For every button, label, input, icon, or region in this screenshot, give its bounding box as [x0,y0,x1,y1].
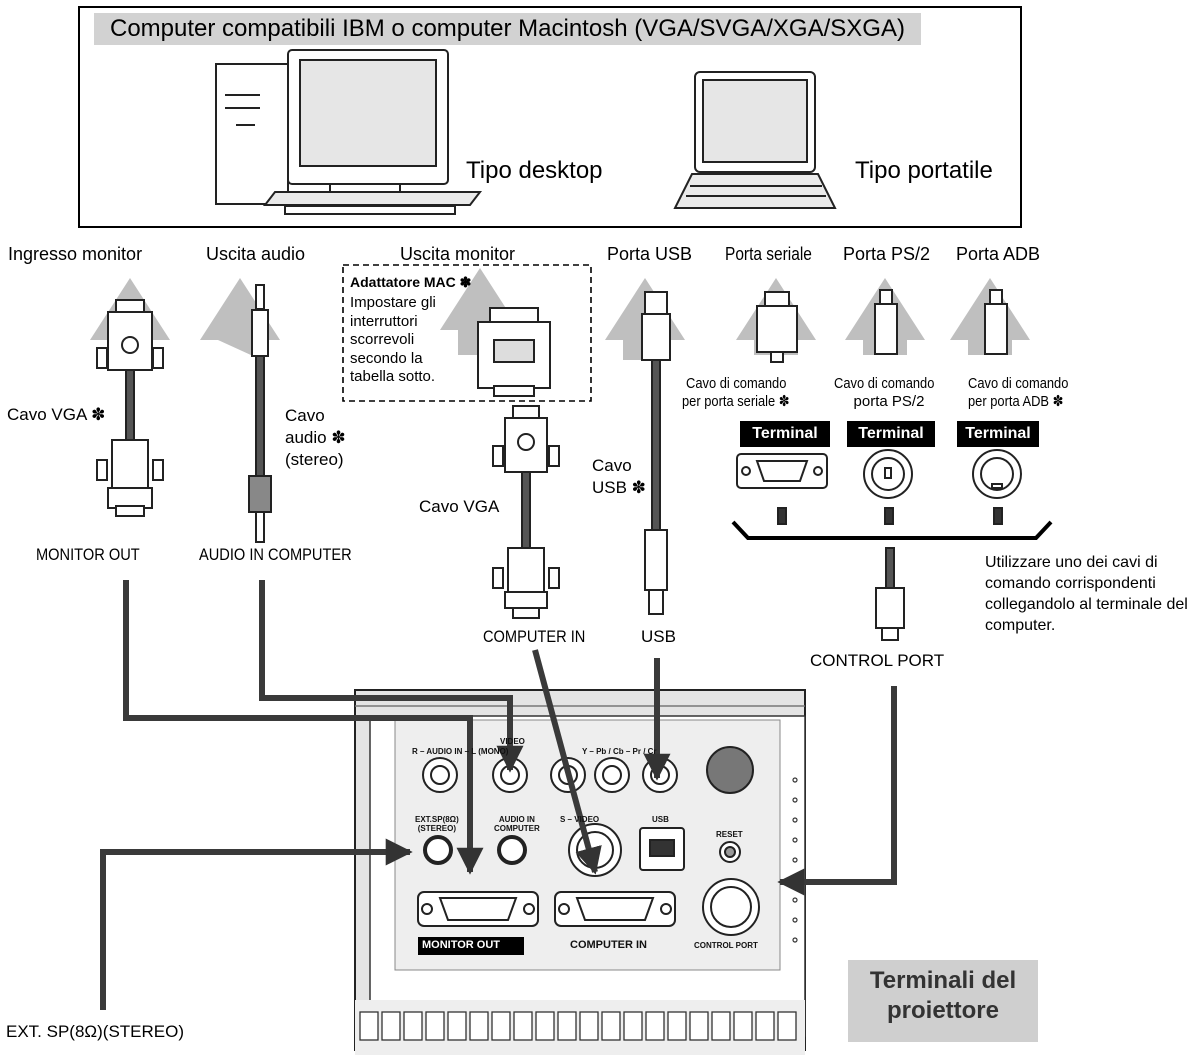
panel-label-usb: USB [652,815,669,824]
connector-label-usb: USB [641,627,676,646]
cable-label-audio: Cavo audio ✽ (stereo) [285,406,346,469]
terminal-label-ps2: Terminal [847,421,935,447]
cable-label-ps2: Cavo di comando porta PS/2 [834,375,935,410]
projector-panel [354,689,806,1055]
panel-label-monitor-out: MONITOR OUT [422,939,501,951]
vent-grille [792,777,798,943]
port-label-monitor-out: Uscita monitor [400,244,516,264]
serial-cable [756,291,798,363]
panel-label-s-video: S – VIDEO [560,815,600,824]
desktop-computer-icon [215,49,483,215]
mac-adapter-title: Adattatore MAC ✽ [350,274,472,290]
cable-label-adb: Cavo di comando per porta ADB ✽ [968,375,1069,410]
laptop-computer-icon [673,71,837,209]
connection-lines [100,580,897,1010]
projector-terminals-label: Terminali del proiettore [869,967,1017,1024]
adb-terminal-icon [972,449,1022,525]
bottom-grille [359,1011,797,1041]
cable-label-vga-star: Cavo VGA ✽ [7,405,106,424]
terminal-bracket [731,520,1053,540]
cable-label-serial: Cavo di comando per porta seriale ✽ [682,375,790,410]
port-label-audio-out: Uscita audio [206,244,306,264]
mac-adapter-icon [477,307,551,397]
cable-label-vga: Cavo VGA [419,497,500,516]
audio-cable [248,284,272,543]
laptop-label: Tipo portatile [855,157,993,184]
usb-cable [641,291,671,615]
monitor-out-panel-label-bg [418,937,524,955]
panel-label-computer-in: COMPUTER IN [570,939,647,951]
serial-terminal-icon [736,453,828,525]
control-cable-note: Utilizzare uno dei cavi di comando corri… [985,554,1188,634]
adb-cable [984,289,1008,355]
terminal-label-adb: Terminal [957,421,1039,447]
page-title: Computer compatibili IBM o computer Maci… [110,15,905,42]
port-label-ps2: Porta PS/2 [843,244,931,264]
connector-label-audio-in: AUDIO IN COMPUTER [199,545,352,564]
panel-label-ext-sp: EXT.SP(8Ω)(STEREO) [415,815,459,833]
panel-label-control-port: CONTROL PORT [694,941,758,950]
vga-cable-left [96,299,164,517]
port-label-adb: Porta ADB [956,244,1041,264]
port-label-monitor-in: Ingresso monitor [8,244,143,264]
connector-label-control-port: CONTROL PORT [810,651,945,670]
vga-cable-center [492,405,560,619]
control-cable [875,547,905,641]
cable-label-usb: Cavo USB ✽ [592,456,646,497]
connector-label-computer-in: COMPUTER IN [483,627,586,646]
projector-terminals-box [848,960,1038,1042]
port-label-usb: Porta USB [607,244,693,264]
ps2-terminal-icon [863,449,913,525]
ext-sp-label: EXT. SP(8Ω)(STEREO) [6,1022,185,1041]
mac-adapter-instructions: Impostare gli interruttori scorrevoli se… [350,294,436,385]
desktop-label: Tipo desktop [466,157,603,184]
panel-label-video: VIDEO [500,737,525,746]
header-band [94,13,921,45]
connector-label-monitor-out: MONITOR OUT [36,545,140,564]
panel-label-audio: R – AUDIO IN – L (MONO) [412,747,509,756]
ps2-cable [874,289,898,355]
terminal-label-serial: Terminal [740,421,830,447]
mac-adapter-frame [342,264,592,402]
port-label-serial: Porta seriale [725,244,812,264]
panel-label-component: Y – Pb / Cb – Pr / Cr [582,747,657,756]
panel-label-reset: RESET [716,830,743,839]
